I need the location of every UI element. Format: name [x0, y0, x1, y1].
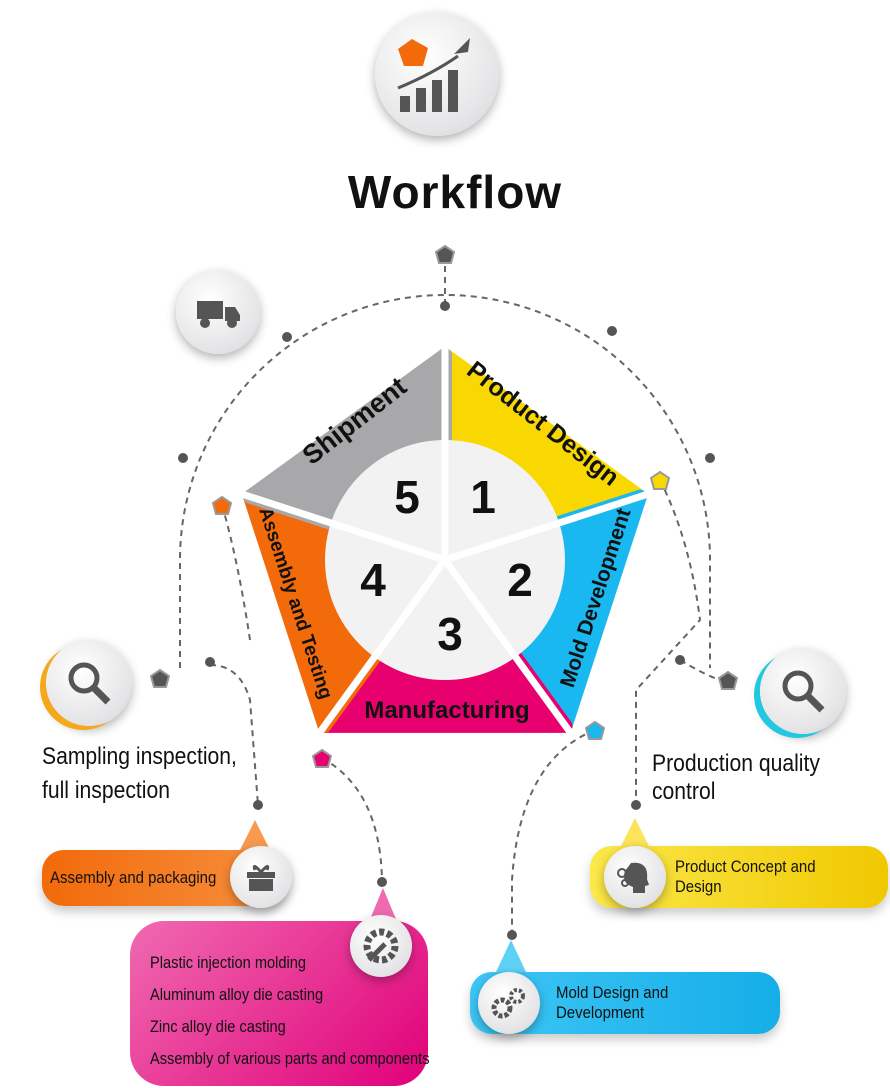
head-gears-icon — [604, 846, 666, 908]
step-label-manufacturing: Manufacturing — [364, 697, 529, 724]
petal-divider — [443, 490, 651, 564]
step-number-4: 4 — [360, 554, 386, 606]
caption-right: Production quality control — [652, 750, 820, 805]
pointer-orange — [240, 820, 270, 850]
workflow-logo-icon — [375, 12, 499, 136]
step-number-1: 1 — [470, 471, 496, 523]
process-item: Assembly of various parts and components — [150, 1049, 430, 1068]
caption-left: Sampling inspection, full inspection — [42, 740, 237, 808]
gift-icon — [230, 846, 292, 908]
truck-icon — [176, 270, 260, 354]
step-number-5: 5 — [394, 471, 420, 523]
pointer-blue — [496, 940, 526, 972]
gears-icon — [478, 972, 540, 1034]
process-item: Aluminum alloy die casting — [150, 985, 324, 1004]
gear-wrench-icon — [350, 915, 412, 977]
callout-concept-text: Product Concept and Design — [675, 857, 816, 896]
caption-left-line1: Sampling inspection, — [42, 743, 237, 770]
pointer-yellow — [620, 818, 650, 848]
magnifier-icon-left — [46, 640, 132, 726]
petal-divider — [315, 557, 448, 737]
process-item: Zinc alloy die casting — [150, 1017, 286, 1036]
petal-divider — [239, 490, 447, 564]
step-number-2: 2 — [507, 554, 533, 606]
pentagon-markers — [149, 244, 739, 768]
connector-dots — [178, 301, 715, 940]
petal-divider — [442, 557, 575, 737]
callout-mold-text: Mold Design and Development — [556, 983, 669, 1022]
caption-left-line2: full inspection — [42, 777, 170, 804]
magnifier-icon-right — [760, 648, 846, 734]
process-item: Plastic injection molding — [150, 953, 307, 972]
callout-assembly-text: Assembly and packaging — [50, 868, 217, 887]
connector-lines — [179, 255, 721, 935]
page-title: Workflow — [347, 166, 563, 218]
step-number-3: 3 — [437, 608, 463, 660]
